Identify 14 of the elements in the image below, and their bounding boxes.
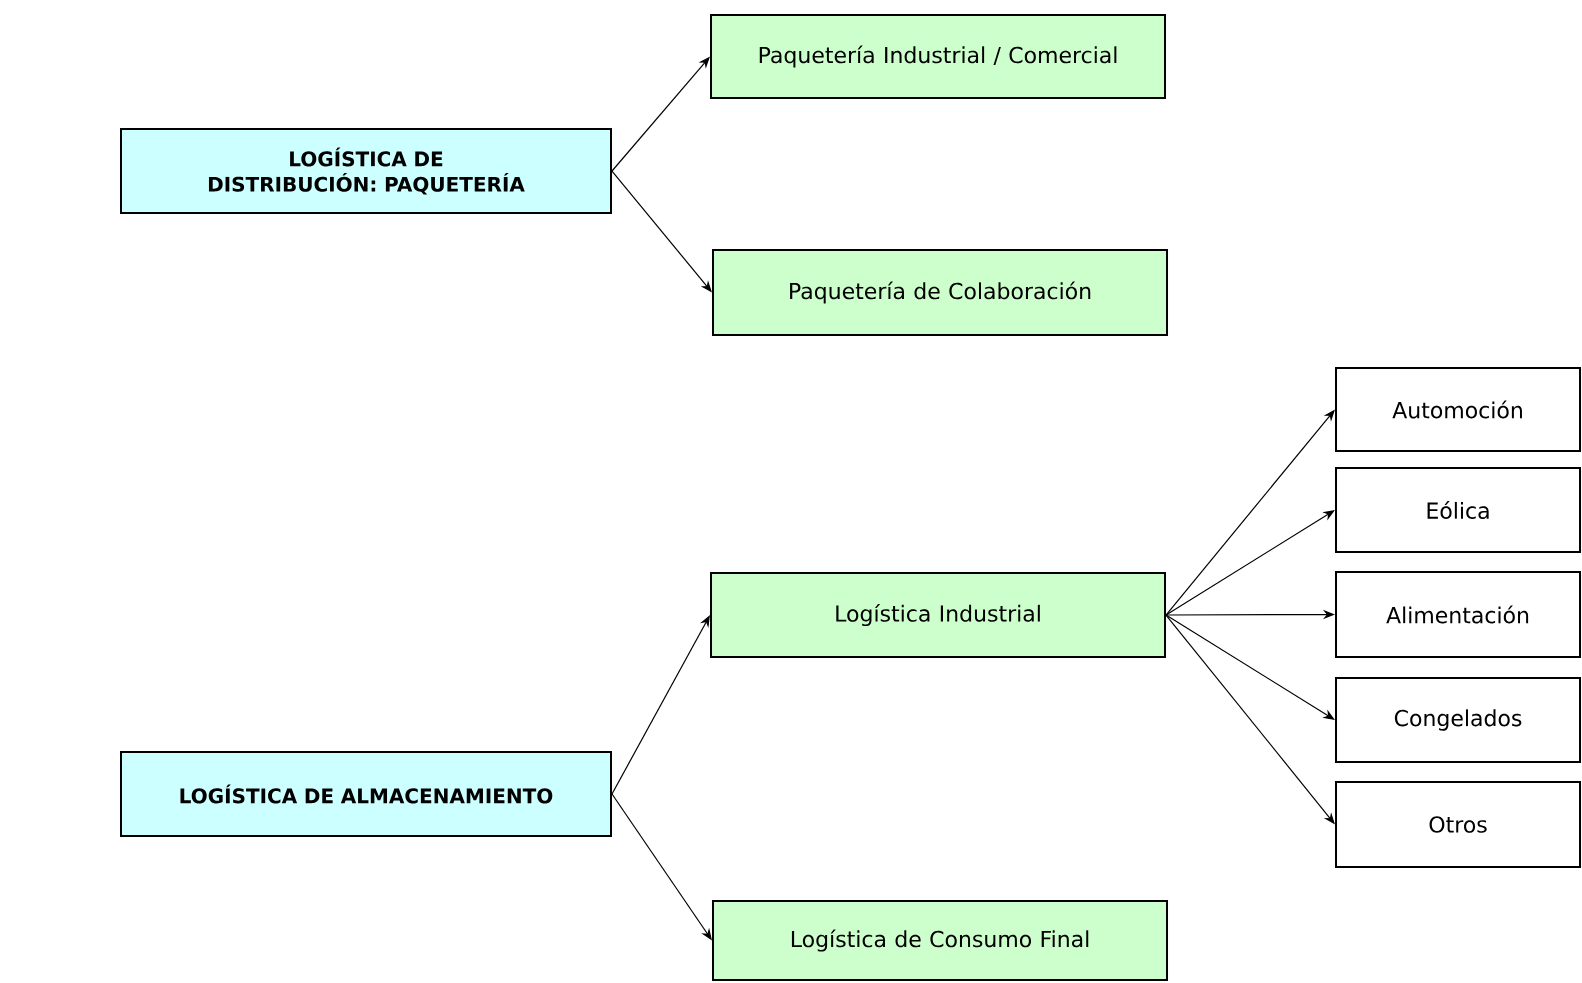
process-box: Logística Industrial [710, 572, 1166, 658]
arrow [611, 615, 710, 795]
arrow [1165, 614, 1335, 720]
category-box: LOGÍSTICA DE ALMACENAMIENTO [120, 751, 612, 837]
sector-box: Alimentación [1335, 571, 1581, 659]
category-box: LOGÍSTICA DE DISTRIBUCIÓN: PAQUETERÍA [120, 128, 612, 214]
sector-box: Eólica [1335, 467, 1581, 553]
process-box: Paquetería de Colaboración [712, 248, 1168, 337]
sector-box: Congelados [1335, 677, 1581, 763]
sector-box: Otros [1335, 781, 1581, 869]
process-box: Logística de Consumo Final [712, 900, 1168, 981]
arrow [1165, 510, 1335, 616]
sector-box: Automoción [1335, 367, 1581, 452]
process-box: Paquetería Industrial / Comercial [710, 14, 1166, 99]
